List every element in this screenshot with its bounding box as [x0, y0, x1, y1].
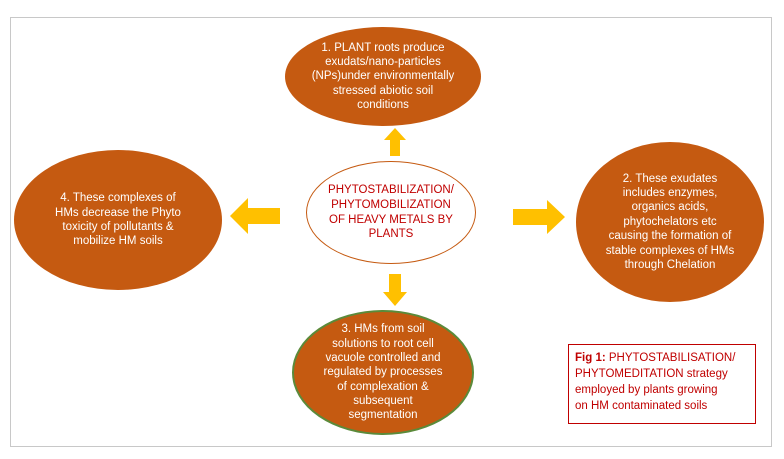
node-bottom-line: 3. HMs from soil	[341, 323, 425, 336]
arrow-up-icon	[384, 128, 406, 156]
node-left-line: 4. These complexes of	[60, 192, 176, 205]
node-bottom-line: regulated by processes	[323, 366, 443, 379]
node-right-line: 2. These exudates	[622, 172, 718, 185]
center-line: PHYTOSTABILIZATION/	[328, 183, 454, 196]
node-bottom-line: vacuole controlled and	[325, 351, 441, 364]
arrow-down-icon	[383, 274, 407, 306]
caption-label: Fig 1:	[575, 352, 606, 364]
caption-line: PHYTOMEDITATION strategy	[575, 368, 728, 381]
node-right-line: causing the formation of	[608, 230, 732, 243]
node-right-line: stable complexes of HMs	[605, 244, 735, 257]
node-bottom-line: segmentation	[348, 409, 418, 422]
node-top-ellipse: 1. PLANT roots produce exudats/nano-part…	[285, 27, 481, 126]
caption-line: on HM contaminated soils	[575, 400, 708, 413]
node-top-line: (NPs)under environmentally	[311, 70, 455, 83]
node-top-line: stressed abiotic soil	[332, 84, 434, 97]
center-line: OF HEAVY METALS BY	[329, 213, 453, 226]
caption-line: PHYTOSTABILISATION/	[605, 352, 736, 364]
node-left-line: mobilize HM soils	[73, 235, 163, 248]
node-right-line: organics acids,	[631, 201, 709, 214]
center-line: PHYTOMOBILIZATION	[331, 198, 451, 211]
center-line: PLANTS	[368, 228, 414, 241]
node-right-line: through Chelation	[624, 258, 716, 271]
node-right-ellipse: 2. These exudates includes enzymes, orga…	[576, 142, 764, 302]
figure-caption: Fig 1: PHYTOSTABILISATION/ PHYTOMEDITATI…	[568, 344, 756, 424]
center-ellipse: PHYTOSTABILIZATION/ PHYTOMOBILIZATION OF…	[306, 161, 476, 264]
node-top-line: conditions	[357, 99, 409, 112]
node-left-line: HMs decrease the Phyto	[55, 206, 181, 219]
node-bottom-line: subsequent	[353, 395, 413, 408]
node-top-line: 1. PLANT roots produce	[321, 41, 445, 54]
node-left-ellipse: 4. These complexes of HMs decrease the P…	[14, 150, 222, 290]
node-bottom-line: solutions to root cell	[332, 337, 434, 350]
node-left-line: toxicity of pollutants &	[62, 221, 174, 233]
node-top-line: exudats/nano-particles	[325, 55, 441, 68]
node-right-line: includes enzymes,	[622, 187, 718, 200]
node-right-line: phytochelators etc	[623, 215, 717, 228]
caption-line: employed by plants growing	[575, 384, 718, 397]
node-bottom-ellipse: 3. HMs from soil solutions to root cell …	[292, 310, 474, 435]
node-bottom-line: of complexation &	[337, 380, 429, 393]
arrow-right-icon	[513, 200, 565, 234]
arrow-left-icon	[230, 198, 280, 234]
